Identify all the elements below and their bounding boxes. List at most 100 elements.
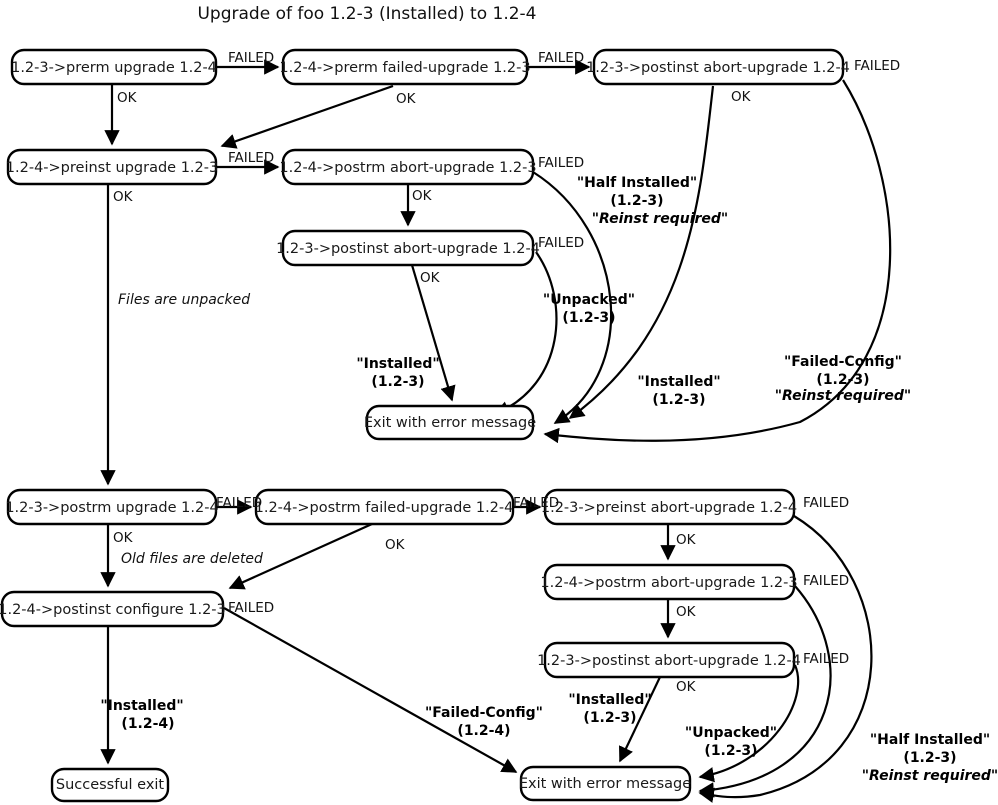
state-line-1: "Unpacked" [543,292,635,308]
node-box[interactable] [281,229,535,267]
node-postrm-abort-upgrade-lower[interactable]: 1.2-4->postrm abort-upgrade 1.2-3 [540,563,798,601]
edge-label-ok: OK [385,537,406,553]
node-postinst-abort-upgrade-top[interactable]: 1.2-3->postinst abort-upgrade 1.2-4 [586,48,850,86]
node-box[interactable] [254,488,515,526]
edge-n6-exit-failed [493,251,558,416]
edge-label-failed: FAILED [854,58,900,74]
edge-n2-n4 [220,84,394,149]
node-postinst-configure[interactable]: 1.2-4->postinst configure 1.2-3 [0,590,226,628]
node-label: 1.2-3->postinst abort-upgrade 1.2-4 [276,241,540,257]
state-line-3: "Reinst required" [862,768,998,784]
node-box[interactable] [50,767,170,803]
node-preinst-abort-upgrade[interactable]: 1.2-3->preinst abort-upgrade 1.2-4 [541,488,797,526]
state-label-unpacked-lower: "Unpacked" (1.2-3) [685,725,777,759]
node-box[interactable] [10,48,218,86]
edge-label-ok: OK [412,188,433,204]
edge-label-ok: OK [117,90,138,106]
edge-label-ok: OK [676,532,697,548]
edge-label-ok: OK [113,189,134,205]
node-box[interactable] [543,641,796,679]
node-prerm-failed-upgrade[interactable]: 1.2-4->prerm failed-upgrade 1.2-3 [279,48,531,86]
edge-label-failed: FAILED [228,150,274,166]
state-labels-layer: "Half Installed" (1.2-3) "Reinst require… [100,175,998,784]
state-line-2: (1.2-3) [652,392,705,408]
state-label-failed-config-upper: "Failed-Config" (1.2-3) "Reinst required… [775,354,911,404]
nodes-layer: 1.2-3->prerm upgrade 1.2-4 1.2-4->prerm … [0,48,850,803]
diagram-title: Upgrade of foo 1.2-3 (Installed) to 1.2-… [197,4,536,24]
state-line-1: "Half Installed" [577,175,697,191]
edge-n13-exit-ok [619,676,661,763]
state-label-installed-124: "Installed" (1.2-4) [100,698,183,732]
edges-layer [100,59,892,803]
node-box[interactable] [0,590,225,628]
node-label: 1.2-3->prerm upgrade 1.2-4 [11,60,217,76]
node-box[interactable] [592,48,845,86]
node-box[interactable] [6,148,218,186]
edge-label-failed: FAILED [538,50,584,66]
edge-n3-exit-ok [568,85,715,419]
state-label-installed-lower: "Installed" (1.2-3) [568,692,651,726]
edge-label-ok: OK [396,91,417,107]
state-line-2: (1.2-3) [704,743,757,759]
note-old-files-are-deleted: Old files are deleted [121,551,263,567]
node-box[interactable] [281,148,535,186]
state-label-installed-upper-right: "Installed" (1.2-3) [637,374,720,408]
node-label: 1.2-4->preinst upgrade 1.2-3 [6,160,218,176]
node-exit-with-error-message-upper[interactable]: Exit with error message [364,404,536,441]
edge-label-failed: FAILED [538,155,584,171]
edge-label-failed: FAILED [803,495,849,511]
node-postrm-abort-upgrade-upper[interactable]: 1.2-4->postrm abort-upgrade 1.2-3 [279,148,537,186]
state-label-unpacked-upper: "Unpacked" (1.2-3) [543,292,635,326]
state-line-1: "Unpacked" [685,725,777,741]
edge-n3-exit-failed [543,79,892,444]
node-label: 1.2-3->postinst abort-upgrade 1.2-4 [537,653,801,669]
edge-label-ok: OK [731,89,752,105]
node-box[interactable] [519,765,692,802]
edge-n9-n11 [228,522,373,590]
state-line-2: (1.2-4) [121,716,174,732]
state-line-2: (1.2-3) [583,710,636,726]
state-line-1: "Failed-Config" [784,354,902,370]
edge-label-failed: FAILED [538,235,584,251]
node-prerm-upgrade[interactable]: 1.2-3->prerm upgrade 1.2-4 [10,48,218,86]
notes-layer: Files are unpacked Old files are deleted [118,292,263,567]
node-label: 1.2-4->postrm failed-upgrade 1.2-4 [255,500,514,516]
node-label: 1.2-4->postinst configure 1.2-3 [0,602,226,618]
edge-n6-exit-ok [410,264,456,402]
node-label: 1.2-3->postinst abort-upgrade 1.2-4 [586,60,850,76]
node-box[interactable] [543,563,796,601]
node-preinst-upgrade[interactable]: 1.2-4->preinst upgrade 1.2-3 [6,148,218,186]
node-label: 1.2-4->postrm abort-upgrade 1.2-3 [540,575,797,591]
state-line-2: (1.2-4) [457,723,510,739]
state-line-1: "Installed" [568,692,651,708]
edge-label-failed: FAILED [228,50,274,66]
node-exit-with-error-message-lower[interactable]: Exit with error message [519,765,692,802]
edge-label-ok: OK [676,604,697,620]
state-line-2: (1.2-3) [903,750,956,766]
node-postinst-abort-upgrade-upper[interactable]: 1.2-3->postinst abort-upgrade 1.2-4 [276,229,540,267]
node-postrm-upgrade[interactable]: 1.2-3->postrm upgrade 1.2-4 [5,488,219,526]
state-line-2: (1.2-3) [610,193,663,209]
state-label-installed-upper-left: "Installed" (1.2-3) [356,356,439,390]
state-label-half-installed-upper: "Half Installed" (1.2-3) "Reinst require… [577,175,728,227]
node-label: Exit with error message [519,776,691,792]
state-line-1: "Installed" [637,374,720,390]
state-line-2: (1.2-3) [816,372,869,388]
edge-n10-exit-failed [698,515,873,803]
node-box[interactable] [6,488,218,526]
node-postinst-abort-upgrade-lower[interactable]: 1.2-3->postinst abort-upgrade 1.2-4 [537,641,801,679]
node-box[interactable] [365,404,535,441]
node-label: 1.2-3->preinst abort-upgrade 1.2-4 [541,500,797,516]
state-line-2: (1.2-3) [562,310,615,326]
edge-label-failed: FAILED [513,495,559,511]
state-line-3: "Reinst required" [592,211,728,227]
node-label: 1.2-3->postrm upgrade 1.2-4 [5,500,218,516]
state-line-2: (1.2-3) [371,374,424,390]
node-box[interactable] [281,48,529,86]
node-successful-exit[interactable]: Successful exit [50,767,170,803]
node-box[interactable] [543,488,796,526]
node-label: 1.2-4->prerm failed-upgrade 1.2-3 [279,60,530,76]
node-postrm-failed-upgrade[interactable]: 1.2-4->postrm failed-upgrade 1.2-4 [254,488,515,526]
